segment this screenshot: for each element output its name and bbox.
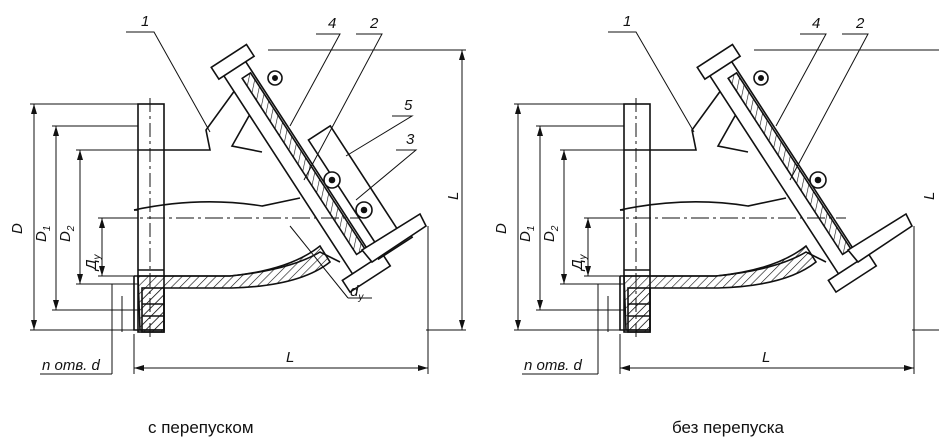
dim-height-L-label: L [921, 192, 938, 200]
left-labels: 1 4 2 5 3 D D1 D2 Ду dу L L n отв. d [9, 13, 462, 374]
dim-D1-label: D1 [33, 226, 53, 242]
cover-assembly [210, 43, 392, 294]
callout-5: 5 [404, 97, 413, 114]
dim-Dy-sub: у [578, 253, 589, 260]
dim-D1-sub: 1 [42, 226, 53, 232]
dim-Dy-sub: у [92, 253, 103, 260]
callout-1: 1 [141, 13, 149, 30]
dim-Dy-label: Ду [83, 253, 103, 272]
dim-dy-main: d [350, 283, 359, 300]
dim-D2-label: D2 [541, 225, 561, 242]
cover-assembly [696, 43, 878, 294]
body-wall-section [623, 244, 818, 331]
dim-Dy-main: Д [569, 259, 586, 272]
dim-dy-sub: у [357, 292, 364, 303]
dim-length-L-label: L [762, 349, 770, 366]
callout-4: 4 [328, 15, 336, 32]
drawing-without-bypass [514, 31, 939, 375]
diameter-dimensions [514, 103, 624, 350]
callout-leaders [126, 31, 418, 201]
dim-D-label: D [493, 223, 510, 234]
dim-D2-main: D [541, 231, 558, 242]
dim-D2-sub: 2 [66, 225, 77, 232]
callout-2: 2 [855, 15, 865, 32]
dim-D1-sub: 1 [526, 226, 537, 232]
callout-leaders [608, 31, 869, 181]
callout-2: 2 [369, 15, 379, 32]
drawing-with-bypass [30, 31, 466, 375]
dim-height-L-label: L [445, 192, 462, 200]
dim-dy-label: dу [350, 283, 364, 303]
dim-D1-main: D [517, 231, 534, 242]
callout-1: 1 [623, 13, 631, 30]
dim-D-label: D [9, 223, 26, 234]
dim-length-L-label: L [286, 349, 294, 366]
callout-3: 3 [406, 131, 415, 148]
caption-with-bypass: с перепуском [148, 418, 254, 437]
dim-Dy-label: Ду [569, 253, 589, 272]
dim-D1-main: D [33, 231, 50, 242]
dim-D2-main: D [57, 231, 74, 242]
holes-label: n отв. d [524, 357, 583, 374]
dim-D2-label: D2 [57, 225, 77, 242]
holes-label: n отв. d [42, 357, 101, 374]
dim-D2-sub: 2 [550, 225, 561, 232]
dim-D1-label: D1 [517, 226, 537, 242]
body-wall-section [137, 244, 332, 331]
caption-without-bypass: без перепуска [672, 418, 784, 437]
right-labels: 1 4 2 D D1 D2 Ду L L n отв. d [493, 13, 938, 374]
callout-4: 4 [812, 15, 820, 32]
dim-Dy-main: Д [83, 259, 100, 272]
